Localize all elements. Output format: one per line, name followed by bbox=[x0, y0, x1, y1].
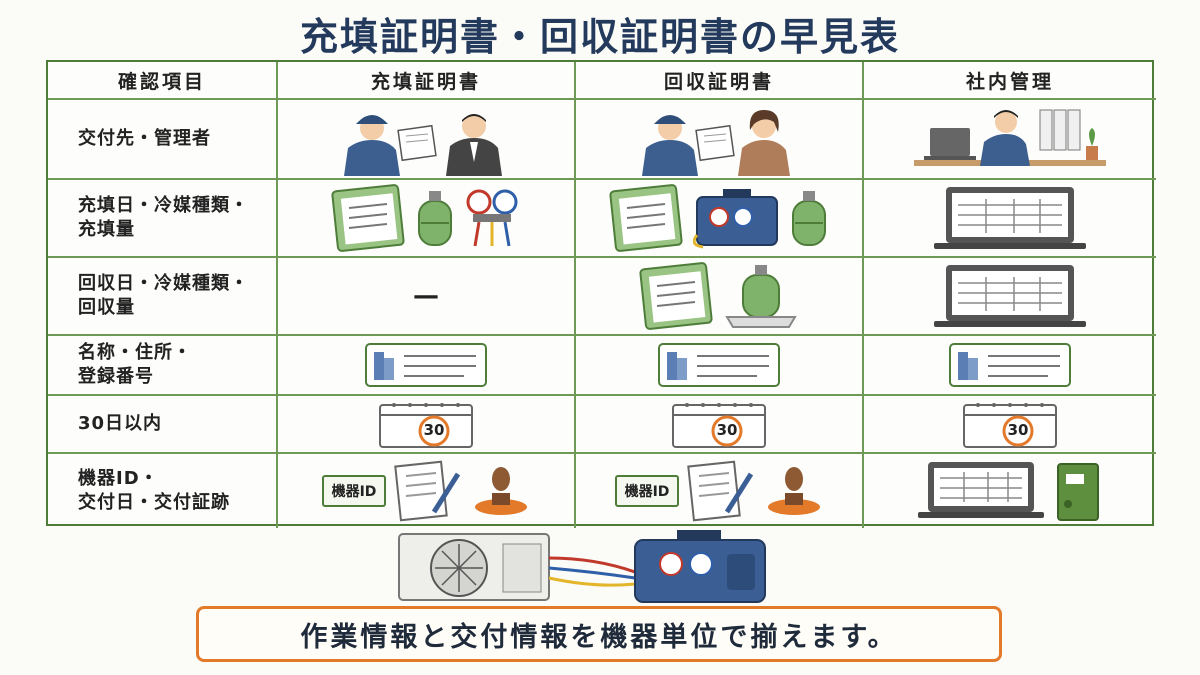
document-pen-icon bbox=[394, 460, 461, 522]
recovery-machine-icon bbox=[693, 189, 778, 249]
id-sign-label: 機器ID bbox=[331, 484, 377, 500]
scale-icon bbox=[725, 265, 797, 328]
row-label-fill-info: 充填日・冷媒種類・ 充填量 bbox=[48, 180, 278, 258]
binder-icon bbox=[1057, 463, 1099, 521]
id-sign-icon: 機器ID bbox=[321, 475, 387, 507]
header-internal-management: 社内管理 bbox=[864, 62, 1156, 100]
business-card-icon bbox=[576, 336, 864, 396]
stamp-icon bbox=[475, 467, 528, 515]
row-label-device-id: 機器ID・ 交付日・交付証跡 bbox=[48, 454, 278, 528]
gas-cylinder-icon bbox=[792, 191, 826, 246]
device-id-recovery-illustrations: 機器ID bbox=[576, 454, 864, 528]
fill-info-illustrations bbox=[278, 180, 576, 258]
row-label-recovery-info: 回収日・冷媒種類・ 回収量 bbox=[48, 258, 278, 336]
outdoor-unit-and-recovery-machine bbox=[398, 530, 766, 603]
laptop-spreadsheet-icon bbox=[864, 180, 1156, 258]
comparison-table: 確認項目 充填証明書 回収証明書 社内管理 交付先・管理者 bbox=[46, 60, 1156, 528]
calendar-icon: 30 bbox=[278, 396, 576, 454]
row-label-registration: 名称・住所・ 登録番号 bbox=[48, 336, 278, 396]
row-label-recipient: 交付先・管理者 bbox=[48, 100, 278, 180]
header-check-item: 確認項目 bbox=[48, 62, 278, 100]
calendar-number: 30 bbox=[423, 421, 445, 439]
gas-cylinder-icon bbox=[418, 191, 452, 246]
not-applicable-dash: — bbox=[278, 258, 576, 336]
stamp-icon bbox=[768, 467, 821, 515]
calendar-number: 30 bbox=[1007, 421, 1029, 439]
clipboard-icon bbox=[331, 184, 405, 252]
header-fill-certificate: 充填証明書 bbox=[278, 62, 576, 100]
id-sign-icon: 機器ID bbox=[614, 475, 680, 507]
clipboard-icon bbox=[639, 262, 713, 330]
calendar-icon: 30 bbox=[576, 396, 864, 454]
fill-info-recovery-illustrations bbox=[576, 180, 864, 258]
header-recovery-certificate: 回収証明書 bbox=[576, 62, 864, 100]
calendar-number: 30 bbox=[716, 421, 738, 439]
handover-illustration bbox=[278, 100, 576, 180]
recovery-machine-icon bbox=[634, 530, 766, 603]
calendar-icon: 30 bbox=[864, 396, 1156, 454]
business-card-icon bbox=[864, 336, 1156, 396]
business-card-icon bbox=[278, 336, 576, 396]
handover-illustration bbox=[576, 100, 864, 180]
laptop-spreadsheet-icon bbox=[918, 462, 1044, 518]
clipboard-icon bbox=[609, 184, 683, 252]
outdoor-unit-icon bbox=[398, 533, 550, 601]
device-id-management-illustrations bbox=[864, 454, 1156, 528]
page-title: 充填証明書・回収証明書の早見表 bbox=[299, 15, 900, 59]
manifold-gauge-icon bbox=[466, 189, 518, 247]
office-desk-illustration bbox=[864, 100, 1156, 180]
laptop-spreadsheet-icon bbox=[864, 258, 1156, 336]
recovery-info-illustrations bbox=[576, 258, 864, 336]
summary-message: 作業情報と交付情報を機器単位で揃えます。 bbox=[300, 621, 898, 653]
row-label-30-days: 30日以内 bbox=[48, 396, 278, 454]
summary-banner: 作業情報と交付情報を機器単位で揃えます。 bbox=[196, 606, 1002, 662]
document-pen-icon bbox=[687, 460, 754, 522]
id-sign-label: 機器ID bbox=[624, 484, 670, 500]
device-id-illustrations: 機器ID bbox=[278, 454, 576, 528]
